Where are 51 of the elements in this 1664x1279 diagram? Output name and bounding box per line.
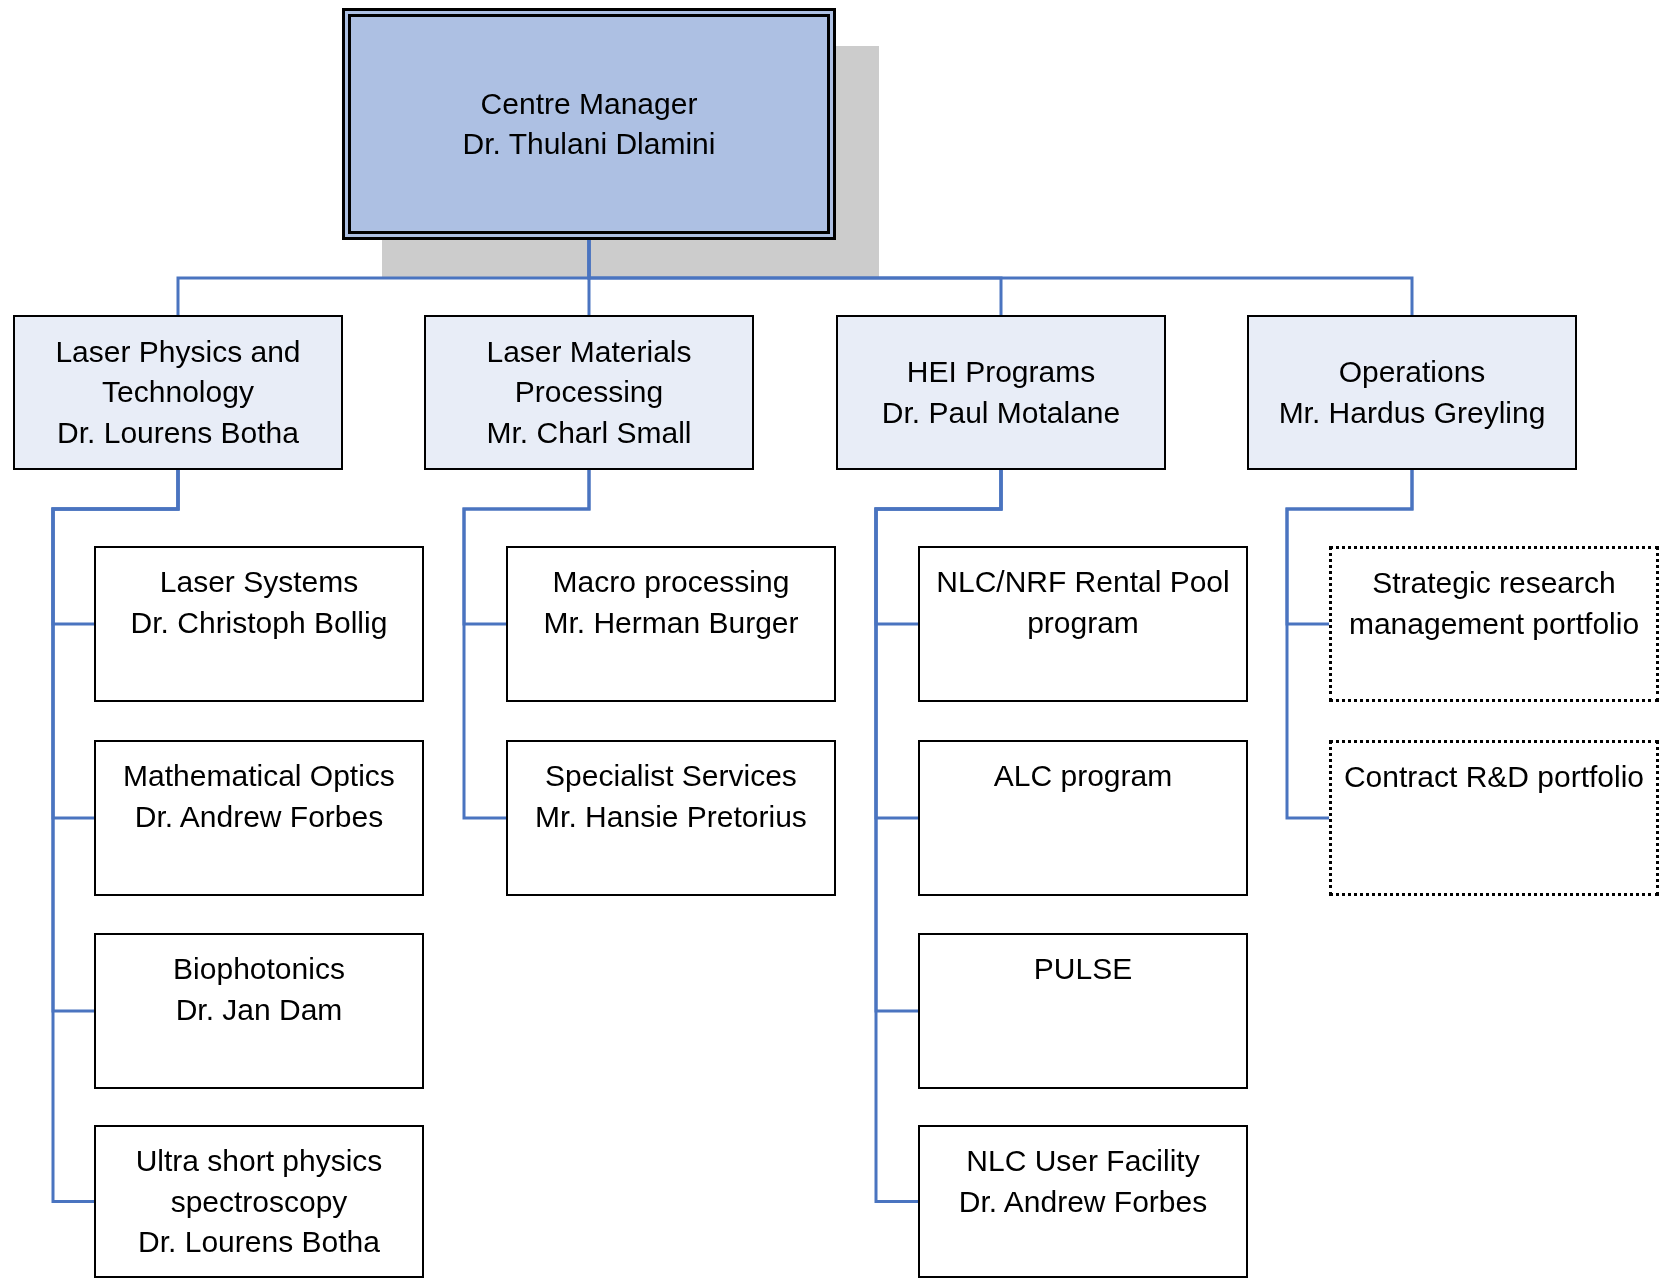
- person-name: Dr. Thulani Dlamini: [462, 126, 716, 162]
- unit-title: Laser Systems: [159, 564, 359, 600]
- unit-box: [918, 1125, 1248, 1278]
- unit-box: [506, 740, 836, 896]
- department-box: [836, 315, 1166, 470]
- unit-box: [506, 546, 836, 702]
- unit-title: Laser Physics and Technology: [54, 333, 302, 411]
- unit-box: [94, 933, 424, 1089]
- person-name: Dr. Jan Dam: [175, 991, 343, 1028]
- unit-title: Biophotonics: [173, 951, 345, 987]
- department-box: [1247, 315, 1577, 470]
- unit-box: [1329, 546, 1659, 702]
- unit-title: NLC/NRF Rental Pool program: [935, 564, 1231, 641]
- unit-title: Centre Manager: [480, 85, 698, 122]
- connector-line: [51, 470, 180, 1203]
- person-name: Dr. Andrew Forbes: [134, 798, 384, 835]
- person-name: Mr. Herman Burger: [543, 604, 799, 641]
- department-box: [13, 315, 343, 470]
- connector-line: [462, 470, 591, 820]
- person-name: Dr. Paul Motalane: [881, 394, 1121, 431]
- unit-box: [918, 546, 1248, 702]
- unit-title: Mathematical Optics: [123, 758, 395, 794]
- unit-box: [94, 740, 424, 896]
- connector-line: [1285, 470, 1414, 820]
- person-name: Dr. Lourens Botha: [57, 414, 299, 451]
- unit-box: [918, 933, 1248, 1089]
- unit-title: PULSE: [1033, 951, 1133, 987]
- person-name: Mr. Hardus Greyling: [1278, 394, 1546, 431]
- unit-box: [94, 1125, 424, 1278]
- unit-title: HEI Programs: [906, 354, 1096, 390]
- unit-title: Specialist Services: [545, 758, 797, 794]
- manager-box: [342, 8, 836, 240]
- person-name: Mr. Hansie Pretorius: [535, 798, 807, 835]
- unit-title: Macro processing: [552, 564, 790, 600]
- unit-title: Ultra short physics spectroscopy: [134, 1143, 384, 1220]
- connector-line: [874, 470, 1003, 1203]
- unit-box: [918, 740, 1248, 896]
- person-name: Dr. Andrew Forbes: [958, 1183, 1208, 1220]
- person-name: Dr. Christoph Bollig: [130, 604, 388, 641]
- unit-title: Laser Materials Processing: [485, 333, 693, 411]
- unit-title: NLC User Facility: [966, 1143, 1200, 1179]
- department-box: [424, 315, 754, 470]
- unit-title: Operations: [1338, 354, 1486, 390]
- person-name: Mr. Charl Small: [486, 414, 692, 451]
- person-name: Dr. Lourens Botha: [138, 1224, 380, 1260]
- unit-box: [94, 546, 424, 702]
- unit-title: Strategic research management portfolio: [1347, 565, 1641, 642]
- unit-title: ALC program: [993, 758, 1173, 794]
- connector-line: [587, 240, 1414, 315]
- unit-title: Contract R&D portfolio: [1343, 759, 1645, 795]
- unit-box: [1329, 740, 1659, 896]
